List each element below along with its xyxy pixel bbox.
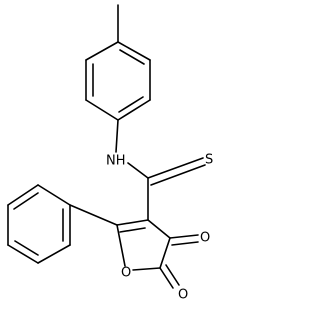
thione-double-bond xyxy=(147,157,204,179)
lactone-carbonyl-oxygen-label: O xyxy=(178,288,188,303)
phenyl-bond xyxy=(7,244,39,264)
tolyl-ring xyxy=(85,41,151,121)
tolyl-bond xyxy=(117,99,151,121)
o1-c2-bond xyxy=(116,224,126,267)
lactone-carbonyl-double-bond xyxy=(159,267,174,289)
molecule-canvas: NH S O O O xyxy=(7,4,213,303)
phenyl-double-bond xyxy=(14,240,39,256)
phenyl-bond xyxy=(7,184,39,206)
tolyl-double-bond xyxy=(118,96,144,113)
n-c-bond xyxy=(127,162,149,179)
tolyl-bond xyxy=(85,99,119,121)
c2-phenyl-bond xyxy=(69,204,118,226)
c2-c3-double-bond xyxy=(119,227,146,233)
c4-c5-bond xyxy=(159,237,171,269)
nh-label: NH xyxy=(106,154,126,169)
phenyl-bond xyxy=(37,184,71,206)
phenyl-ring xyxy=(7,184,71,264)
tolyl-double-bond xyxy=(119,49,145,65)
ketone-double-bond xyxy=(169,234,199,239)
lactone-carbonyl-double-bond xyxy=(165,264,180,286)
phenyl-double-bond xyxy=(13,192,39,210)
thione-double-bond xyxy=(150,164,206,186)
c2-c3-double-bond xyxy=(116,219,149,226)
ketone-oxygen-label: O xyxy=(200,231,210,246)
phenyl-bond xyxy=(37,244,71,264)
aryl-n-bond xyxy=(115,119,119,153)
tolyl-bond xyxy=(117,41,151,61)
ring-oxygen-label: O xyxy=(121,266,131,281)
structure-drawing: NH S O O O xyxy=(7,4,213,303)
c5-o1-bond xyxy=(132,267,161,271)
sulfur-label: S xyxy=(205,153,213,168)
c3-c4-bond xyxy=(147,219,171,239)
ketone-double-bond xyxy=(171,241,199,246)
tolyl-bond xyxy=(85,41,119,61)
furanone-ring xyxy=(116,219,171,271)
